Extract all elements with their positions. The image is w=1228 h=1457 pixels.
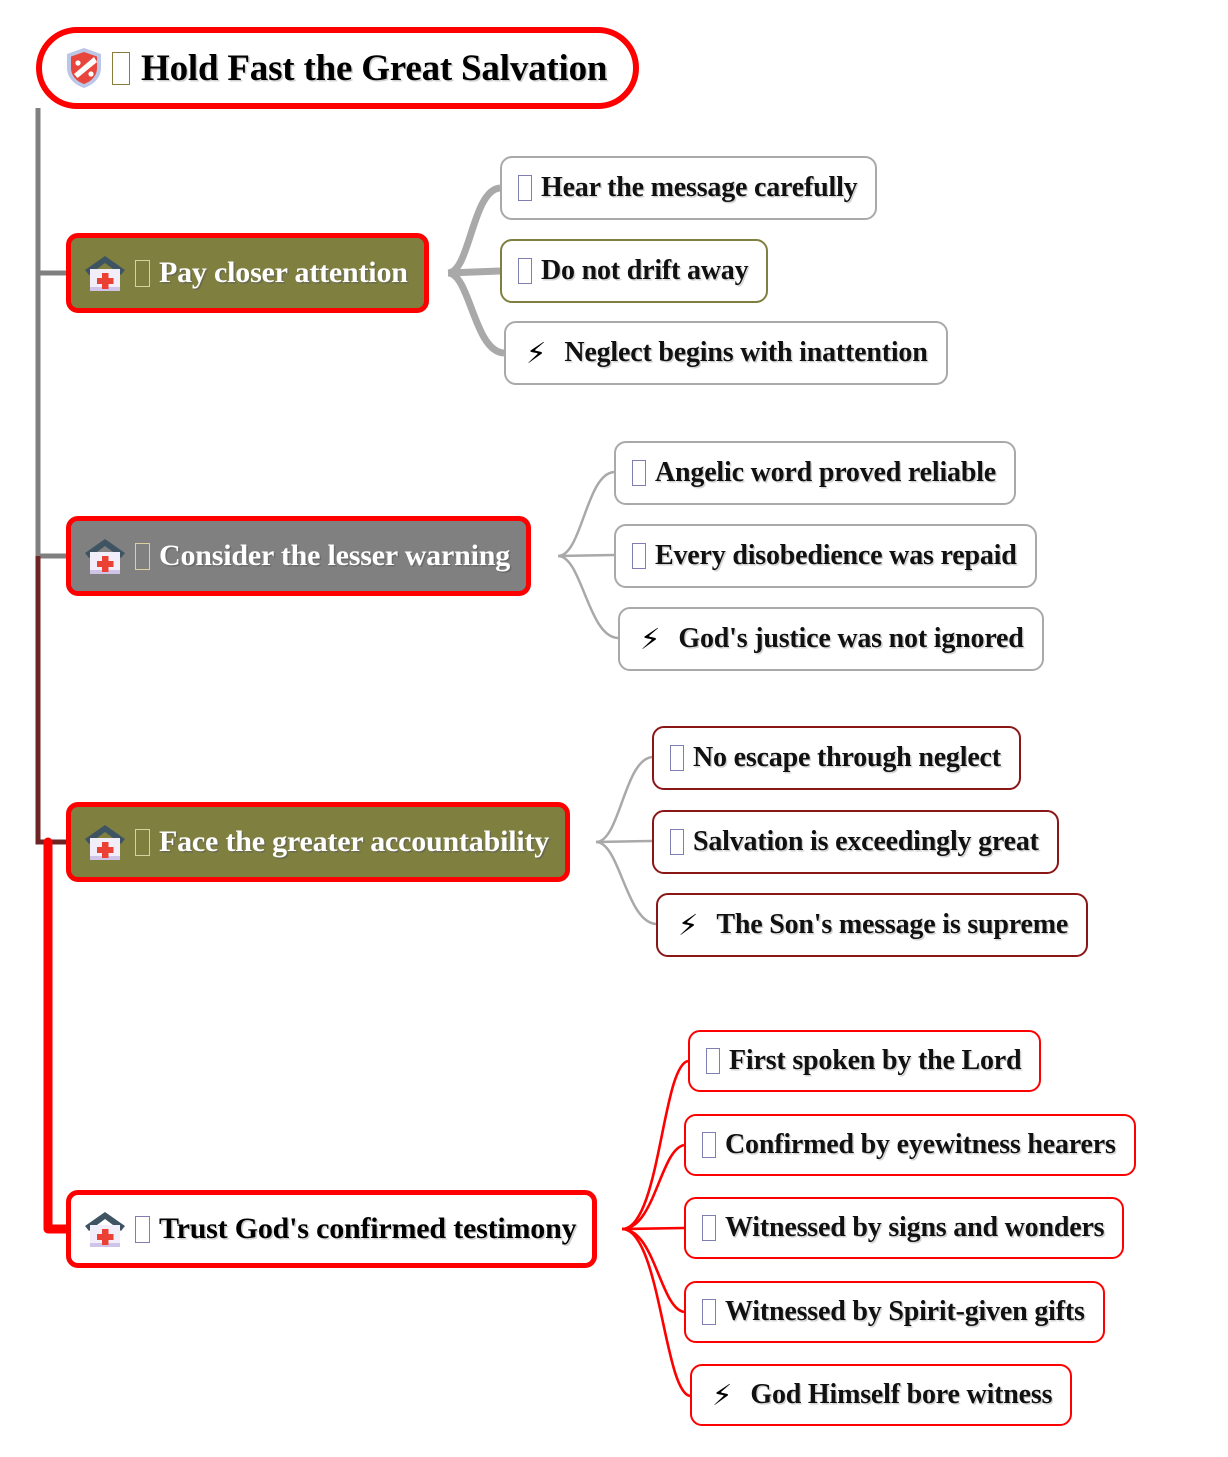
- branch-label: Consider the lesser warning: [159, 539, 510, 572]
- leaf-label: Witnessed by Spirit-given gifts: [725, 1296, 1085, 1327]
- leaf-node[interactable]: Witnessed by signs and wonders: [684, 1197, 1125, 1259]
- edge-branch1-leaf2: [447, 267, 501, 277]
- missing-glyph-box: [518, 258, 532, 284]
- missing-glyph-box: [135, 542, 150, 570]
- leaf-node[interactable]: ⚡ God's justice was not ignored: [618, 607, 1044, 671]
- leaf-node[interactable]: First spoken by the Lord: [688, 1030, 1042, 1092]
- missing-glyph-box: [670, 745, 684, 771]
- edge-branch2-leaf2: [557, 553, 615, 558]
- leaf-label: Confirmed by eyewitness hearers: [725, 1129, 1116, 1160]
- hospital-emoji-icon: [83, 1208, 127, 1250]
- missing-glyph-box: [670, 829, 684, 855]
- branch-node-consider-the-lesser-warning[interactable]: Consider the lesser warning: [66, 516, 531, 596]
- missing-glyph-box: [135, 259, 150, 287]
- edge-branch4-leaf1: [621, 1059, 689, 1231]
- leaf-label: Witnessed by signs and wonders: [725, 1212, 1105, 1243]
- missing-glyph-box: [632, 543, 646, 569]
- leaf-label: Neglect begins with inattention: [564, 337, 928, 368]
- missing-glyph-box: [135, 828, 150, 856]
- bolt-icon: ⚡: [712, 1377, 733, 1412]
- missing-glyph-box: [702, 1132, 716, 1158]
- trunk-segment-branch3-to-branch4: [43, 837, 73, 1234]
- leaf-node[interactable]: ⚡ The Son's message is supreme: [656, 893, 1089, 957]
- bolt-icon: ⚡: [678, 907, 699, 942]
- leaf-label: God's justice was not ignored: [678, 623, 1024, 654]
- root-node[interactable]: Hold Fast the Great Salvation: [36, 27, 640, 109]
- edge-branch3-leaf3: [595, 840, 657, 926]
- bolt-icon: ⚡: [526, 335, 547, 370]
- hospital-emoji-icon: [83, 535, 127, 577]
- leaf-node[interactable]: Confirmed by eyewitness hearers: [684, 1114, 1136, 1176]
- leaf-label: Salvation is exceedingly great: [693, 826, 1039, 857]
- leaf-node[interactable]: ⚡ God Himself bore witness: [690, 1364, 1073, 1426]
- bolt-icon: ⚡: [640, 621, 661, 656]
- leaf-label: God Himself bore witness: [750, 1379, 1053, 1410]
- root-label: Hold Fast the Great Salvation: [141, 47, 608, 89]
- leaf-node[interactable]: Angelic word proved reliable: [614, 441, 1017, 505]
- hospital-emoji-icon: [83, 252, 127, 294]
- missing-glyph-box: [706, 1048, 720, 1074]
- leaf-label: The Son's message is supreme: [716, 909, 1069, 940]
- edge-branch1-leaf3: [447, 269, 505, 357]
- missing-glyph-box: [702, 1299, 716, 1325]
- leaf-node[interactable]: Witnessed by Spirit-given gifts: [684, 1281, 1105, 1343]
- leaf-node[interactable]: Every disobedience was repaid: [614, 524, 1037, 588]
- trunk-segment-branch1-to-branch2: [35, 273, 66, 559]
- missing-glyph-box: [632, 460, 646, 486]
- shield-emoji-icon: [64, 46, 104, 90]
- edge-branch4-leaf4: [621, 1227, 685, 1314]
- edge-branch4-leaf5: [621, 1227, 691, 1398]
- branch-label: Pay closer attention: [159, 256, 408, 289]
- leaf-label: Angelic word proved reliable: [655, 457, 997, 488]
- branch-label: Face the greater accountability: [159, 825, 550, 858]
- edge-branch2-leaf3: [557, 554, 619, 640]
- edge-branch1-leaf1: [446, 184, 502, 277]
- missing-glyph-box: [112, 51, 130, 85]
- leaf-label: No escape through neglect: [693, 742, 1001, 773]
- leaf-node[interactable]: Salvation is exceedingly great: [652, 810, 1059, 874]
- trunk-segment-branch2-to-branch3: [35, 556, 66, 845]
- missing-glyph-box: [135, 1215, 150, 1243]
- leaf-label: Do not drift away: [541, 255, 749, 286]
- leaf-node[interactable]: No escape through neglect: [652, 726, 1021, 790]
- edge-branch2-leaf1: [557, 470, 615, 558]
- branch-node-pay-closer-attention[interactable]: Pay closer attention: [66, 233, 429, 313]
- branch-node-face-the-greater-accountability[interactable]: Face the greater accountability: [66, 802, 571, 882]
- leaf-node[interactable]: ⚡ Neglect begins with inattention: [504, 321, 948, 385]
- edge-branch3-leaf2: [595, 839, 653, 844]
- hospital-emoji-icon: [83, 821, 127, 863]
- leaf-label: Every disobedience was repaid: [655, 540, 1017, 571]
- edge-branch4-leaf2: [621, 1143, 685, 1231]
- branch-label: Trust God's confirmed testimony: [159, 1212, 577, 1245]
- missing-glyph-box: [518, 175, 532, 201]
- branch-node-trust-gods-confirmed-testimony[interactable]: Trust God's confirmed testimony: [66, 1190, 598, 1268]
- trunk-segment-root-to-branch1: [35, 108, 66, 276]
- leaf-label: First spoken by the Lord: [729, 1045, 1022, 1076]
- missing-glyph-box: [702, 1215, 716, 1241]
- edge-branch3-leaf1: [595, 755, 653, 844]
- leaf-label: Hear the message carefully: [541, 172, 858, 203]
- leaf-node[interactable]: Hear the message carefully: [500, 156, 878, 220]
- edge-branch4-leaf3: [621, 1226, 685, 1231]
- leaf-node[interactable]: Do not drift away: [500, 239, 769, 303]
